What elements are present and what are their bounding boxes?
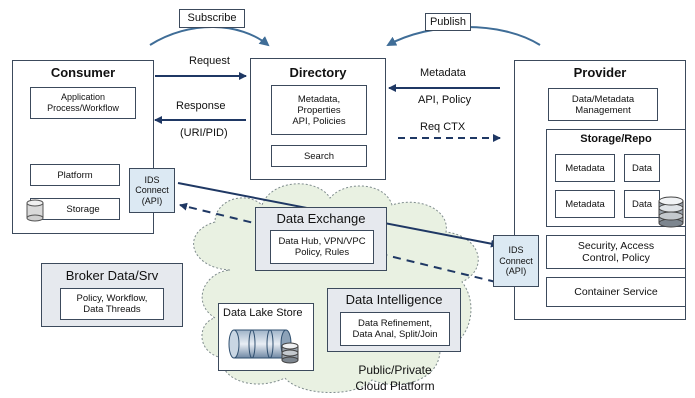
request-label: Request xyxy=(189,55,230,67)
repo-metadata-label-1: Metadata xyxy=(565,162,605,174)
repo-data-cell-1: Data xyxy=(624,154,660,182)
repo-metadata-cell-1: Metadata xyxy=(555,154,615,182)
data-management-label: Data/Metadata Management xyxy=(571,93,635,116)
data-intelligence-content-label: Data Refinement, Data Anal, Split/Join xyxy=(352,318,438,340)
storage-box: Storage xyxy=(30,198,120,220)
provider-database-icon xyxy=(658,196,684,228)
data-exchange-content-box: Data Hub, VPN/VPC Policy, Rules xyxy=(270,230,374,264)
data-exchange-title: Data Exchange xyxy=(276,211,366,226)
consumer-title: Consumer xyxy=(50,65,116,80)
subscribe-arrow xyxy=(149,26,270,47)
container-service-box: Container Service xyxy=(546,277,686,307)
directory-box: Directory Metadata, Properties API, Poli… xyxy=(250,58,386,180)
storage-repo-title: Storage/Repo xyxy=(580,133,652,145)
broker-box: Broker Data/Srv Policy, Workflow, Data T… xyxy=(41,263,183,327)
metadata-arrow-label: Metadata xyxy=(420,67,466,79)
platform-box: Platform xyxy=(30,164,120,186)
data-exchange-box: Data Exchange Data Hub, VPN/VPC Policy, … xyxy=(255,207,387,271)
ids-return-arrow xyxy=(179,202,497,283)
subscribe-label: Subscribe xyxy=(179,9,245,28)
cloud-platform-caption: Public/Private Cloud Platform xyxy=(355,363,435,393)
repo-data-label-1: Data xyxy=(631,162,653,174)
security-box: Security, Access Control, Policy xyxy=(546,235,686,269)
uri-pid-label: (URI/PID) xyxy=(180,127,228,139)
application-process-box: Application Process/Workflow xyxy=(30,87,136,119)
repo-metadata-cell-2: Metadata xyxy=(555,190,615,218)
consumer-ids-connector: IDS Connect (API) xyxy=(129,168,175,213)
req-ctx-label: Req CTX xyxy=(420,121,466,133)
data-lake-pipes-icon xyxy=(228,329,299,364)
repo-data-label-2: Data xyxy=(631,198,653,210)
provider-ids-label: IDS Connect (API) xyxy=(499,245,533,277)
storage-icon xyxy=(26,199,44,222)
response-label: Response xyxy=(176,100,226,112)
application-process-label: Application Process/Workflow xyxy=(47,92,119,113)
security-label: Security, Access Control, Policy xyxy=(577,240,655,264)
consumer-ids-label: IDS Connect (API) xyxy=(135,174,169,206)
data-lake-title: Data Lake Store xyxy=(223,307,303,319)
directory-metadata-label: Metadata, Properties API, Policies xyxy=(292,93,346,127)
broker-content-box: Policy, Workflow, Data Threads xyxy=(60,288,164,320)
repo-data-cell-2: Data xyxy=(624,190,660,218)
provider-ids-connector: IDS Connect (API) xyxy=(493,235,539,287)
search-label: Search xyxy=(303,150,335,162)
platform-label: Platform xyxy=(57,169,93,181)
container-service-label: Container Service xyxy=(574,285,658,298)
storage-label: Storage xyxy=(66,203,100,215)
directory-metadata-box: Metadata, Properties API, Policies xyxy=(271,85,367,135)
provider-title: Provider xyxy=(573,65,627,80)
directory-title: Directory xyxy=(289,65,347,80)
search-box: Search xyxy=(271,145,367,167)
broker-title: Broker Data/Srv xyxy=(65,268,159,283)
data-intelligence-title: Data Intelligence xyxy=(345,292,443,307)
broker-content-label: Policy, Workflow, Data Threads xyxy=(76,293,148,315)
data-management-box: Data/Metadata Management xyxy=(548,88,658,121)
data-intelligence-box: Data Intelligence Data Refinement, Data … xyxy=(327,288,461,352)
publish-label: Publish xyxy=(425,13,471,31)
data-exchange-content-label: Data Hub, VPN/VPC Policy, Rules xyxy=(278,236,366,258)
data-intelligence-content-box: Data Refinement, Data Anal, Split/Join xyxy=(340,312,450,346)
api-policy-label: API, Policy xyxy=(418,94,472,106)
repo-metadata-label-2: Metadata xyxy=(565,198,605,210)
provider-box: Provider Data/Metadata Management Storag… xyxy=(514,60,686,320)
